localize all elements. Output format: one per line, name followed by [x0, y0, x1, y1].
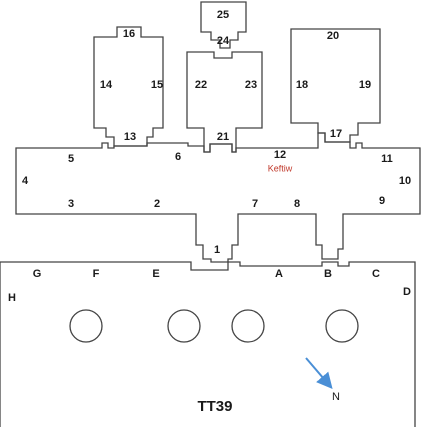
room-label-15: 15 [151, 79, 163, 91]
keftiw-annotation: Keftiw [268, 163, 293, 173]
room-label-21: 21 [217, 131, 229, 143]
room-label-3: 3 [68, 198, 74, 210]
room-label-20: 20 [327, 30, 339, 42]
room-label-1: 1 [214, 244, 220, 256]
room-label-9: 9 [379, 195, 385, 207]
room-label-2: 2 [154, 198, 160, 210]
room-label-19: 19 [359, 79, 371, 91]
room-label-12: 12 [274, 149, 286, 161]
wall-label-c: C [372, 268, 380, 280]
room-label-23: 23 [245, 79, 257, 91]
room-label-5: 5 [68, 153, 74, 165]
pillar-1 [69, 309, 103, 343]
chamber-16-outline [93, 26, 164, 147]
wall-label-d: D [403, 286, 411, 298]
room-label-10: 10 [399, 175, 411, 187]
wall-label-f: F [93, 268, 100, 280]
wall-label-h: H [8, 292, 16, 304]
room-label-13: 13 [124, 131, 136, 143]
north-label: N [332, 391, 340, 403]
room-label-17: 17 [330, 128, 342, 140]
wall-label-e: E [152, 268, 159, 280]
wall-label-g: G [33, 268, 42, 280]
forecourt-outline [0, 261, 416, 427]
wall-label-a: A [275, 268, 283, 280]
room-label-24: 24 [217, 35, 230, 47]
pillar-3 [231, 309, 265, 343]
tomb-title: TT39 [197, 398, 232, 415]
room-label-6: 6 [175, 151, 181, 163]
chamber-25-outline [200, 1, 247, 49]
room-label-8: 8 [294, 198, 300, 210]
room-label-18: 18 [296, 79, 308, 91]
room-label-11: 11 [381, 153, 393, 165]
room-label-25: 25 [217, 9, 229, 21]
room-label-22: 22 [195, 79, 207, 91]
room-label-7: 7 [252, 198, 258, 210]
pillar-4 [325, 309, 359, 343]
room-label-16: 16 [123, 28, 135, 40]
transverse-hall-outline [15, 132, 421, 263]
room-label-4: 4 [22, 175, 29, 187]
north-arrow-icon [305, 357, 333, 390]
room-label-14: 14 [100, 79, 113, 91]
pillar-2 [167, 309, 201, 343]
wall-label-b: B [324, 268, 332, 280]
